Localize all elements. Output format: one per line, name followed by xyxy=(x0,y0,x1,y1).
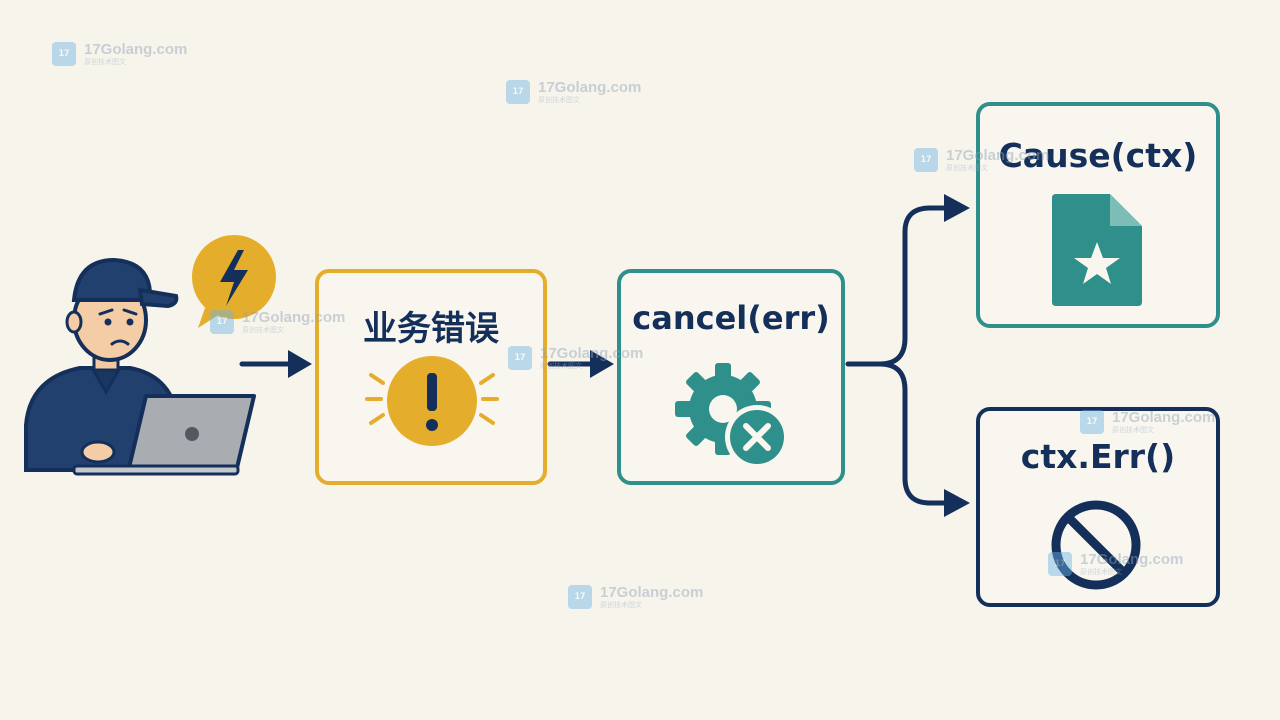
prohibited-icon xyxy=(1051,500,1141,590)
arrowhead-dev-to-business xyxy=(288,350,312,378)
gear-cancel-icon xyxy=(675,363,789,469)
watermark-logo-icon: 17 xyxy=(914,148,938,172)
arrowhead-to-cause xyxy=(944,194,970,222)
ctx-err-box: ctx.Err() xyxy=(976,407,1220,607)
arrowhead-to-err xyxy=(944,489,970,517)
watermark: 17 17Golang.com 原创技术图文 xyxy=(508,346,643,370)
lightning-bubble-icon xyxy=(192,235,276,328)
watermark: 17 17Golang.com 原创技术图文 xyxy=(1080,410,1215,434)
watermark-logo-icon: 17 xyxy=(506,80,530,104)
document-star-icon xyxy=(1052,194,1142,306)
ctx-err-title: ctx.Err() xyxy=(1020,437,1176,476)
watermark-logo-icon: 17 xyxy=(508,346,532,370)
arrow-cancel-to-cause xyxy=(845,205,949,367)
watermark-logo-icon: 17 xyxy=(568,585,592,609)
developer-avatar-icon xyxy=(24,235,276,476)
watermark-logo-icon: 17 xyxy=(1048,552,1072,576)
watermark: 17 17Golang.com 原创技术图文 xyxy=(506,80,641,104)
watermark: 17 17Golang.com 原创技术图文 xyxy=(914,148,1049,172)
alert-icon xyxy=(365,356,499,446)
watermark-logo-icon: 17 xyxy=(52,42,76,66)
watermark: 17 17Golang.com 原创技术图文 xyxy=(1048,552,1183,576)
watermark: 17 17Golang.com 原创技术图文 xyxy=(210,310,345,334)
cancel-err-title: cancel(err) xyxy=(632,299,830,337)
watermark-logo-icon: 17 xyxy=(1080,410,1104,434)
arrowhead-business-to-cancel xyxy=(590,350,614,378)
watermark: 17 17Golang.com 原创技术图文 xyxy=(52,42,187,66)
watermark-logo-icon: 17 xyxy=(210,310,234,334)
cause-ctx-box: Cause(ctx) xyxy=(976,102,1220,328)
business-error-title: 业务错误 xyxy=(363,309,499,349)
arrow-cancel-to-err xyxy=(877,361,949,506)
business-error-box: 业务错误 xyxy=(315,269,547,485)
cancel-err-box: cancel(err) xyxy=(617,269,845,485)
cause-ctx-title: Cause(ctx) xyxy=(998,136,1198,175)
watermark: 17 17Golang.com 原创技术图文 xyxy=(568,585,703,609)
